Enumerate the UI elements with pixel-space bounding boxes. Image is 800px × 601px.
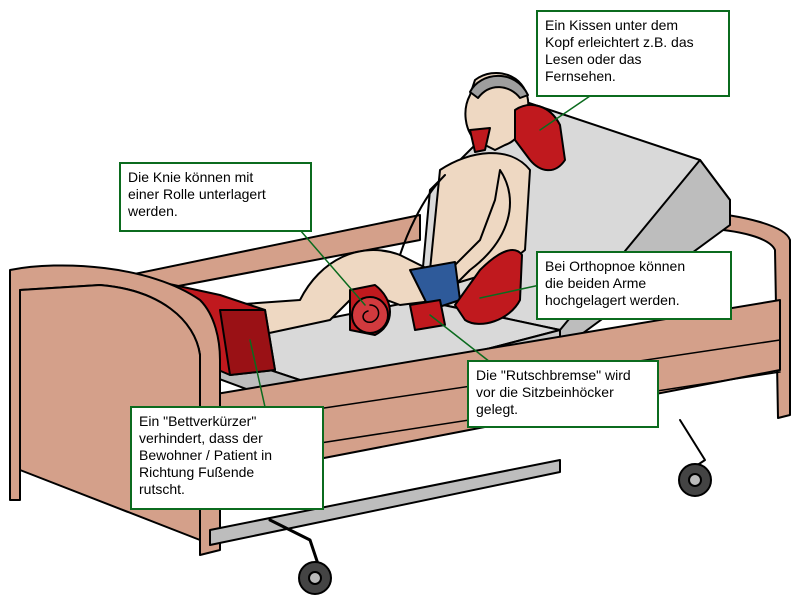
- person-legs: [224, 249, 441, 336]
- leader-shortener: [249, 339, 266, 408]
- head-frame: [699, 211, 791, 419]
- slide-brake: [409, 299, 446, 331]
- callout-slide-brake: Die "Rutschbremse" wird vor die Sitzbein…: [467, 360, 659, 428]
- leader-arms: [479, 284, 541, 299]
- callout-arm-cushion: Bei Orthopnoe können die beiden Arme hoc…: [536, 251, 732, 320]
- callout-bed-shortener: Ein "Bettverkürzer" verhindert, dass der…: [130, 406, 324, 510]
- arm-cushion: [454, 249, 523, 325]
- callout-head-pillow: Ein Kissen unter dem Kopf erleichtert z.…: [536, 10, 730, 97]
- callout-knee-roll: Die Knie können mit einer Rolle unterlag…: [119, 162, 312, 232]
- leader-pillow: [539, 95, 591, 131]
- leader-knee: [299, 229, 366, 306]
- leader-brake: [429, 314, 491, 363]
- bottom-frame: [209, 459, 561, 546]
